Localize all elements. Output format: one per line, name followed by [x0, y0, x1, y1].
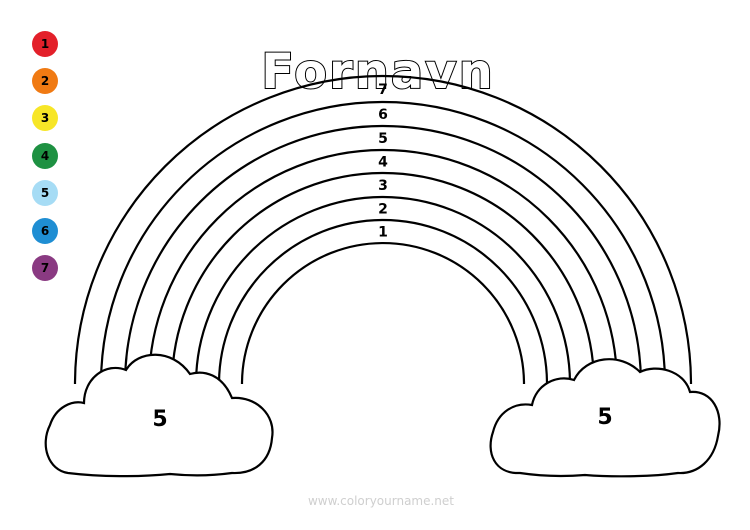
legend-item: 3 — [32, 105, 58, 131]
rainbow-band-number: 4 — [378, 155, 388, 171]
rainbow-arc-line — [194, 195, 572, 385]
rainbow-band-number: 7 — [378, 82, 388, 98]
right-cloud: 5 — [489, 358, 721, 478]
color-legend: 1 2 3 4 5 6 7 — [32, 31, 58, 281]
rainbow-arc-line — [99, 100, 667, 385]
rainbow-arc-line — [147, 148, 619, 385]
legend-item: 7 — [32, 255, 58, 281]
legend-number: 6 — [41, 224, 49, 238]
rainbow-arc-line — [217, 218, 549, 385]
left-cloud-shape — [44, 353, 274, 478]
legend-item: 1 — [32, 31, 58, 57]
legend-color-dot — [32, 180, 58, 206]
legend-color-dot — [32, 105, 58, 131]
rainbow-band-number: 2 — [378, 202, 388, 218]
rainbow-arc-line — [240, 241, 526, 385]
rainbow-arc-line — [123, 124, 643, 385]
rainbow-band-number: 1 — [378, 225, 388, 241]
legend-item: 6 — [32, 218, 58, 244]
legend-color-dot — [32, 255, 58, 281]
legend-color-dot — [32, 143, 58, 169]
legend-number: 1 — [41, 37, 49, 51]
legend-color-dot — [32, 31, 58, 57]
rainbow-band-number: 6 — [378, 107, 388, 123]
legend-item: 4 — [32, 143, 58, 169]
rainbow-arcs — [73, 74, 693, 385]
rainbow-band-numbers: 1 2 3 4 5 6 7 — [378, 82, 388, 241]
rainbow-arc-line — [170, 171, 596, 385]
left-cloud-number: 5 — [152, 407, 167, 432]
legend-number: 5 — [41, 186, 49, 200]
legend-number: 2 — [41, 74, 49, 88]
legend-number: 3 — [41, 111, 49, 125]
rainbow-band-number: 3 — [378, 178, 388, 194]
legend-color-dot — [32, 68, 58, 94]
rainbow: 1 2 3 4 5 6 7 — [73, 74, 693, 385]
name-title: Fornavn — [261, 44, 495, 100]
legend-color-dot — [32, 218, 58, 244]
rainbow-arc-line — [73, 74, 693, 385]
rainbow-band-number: 5 — [378, 131, 388, 147]
right-cloud-shape — [489, 358, 721, 478]
left-cloud: 5 — [44, 353, 274, 478]
legend-item: 2 — [32, 68, 58, 94]
footer-watermark: www.coloryourname.net — [308, 494, 454, 508]
legend-number: 4 — [41, 149, 49, 163]
right-cloud-number: 5 — [597, 405, 612, 430]
legend-item: 5 — [32, 180, 58, 206]
legend-number: 7 — [41, 261, 49, 275]
